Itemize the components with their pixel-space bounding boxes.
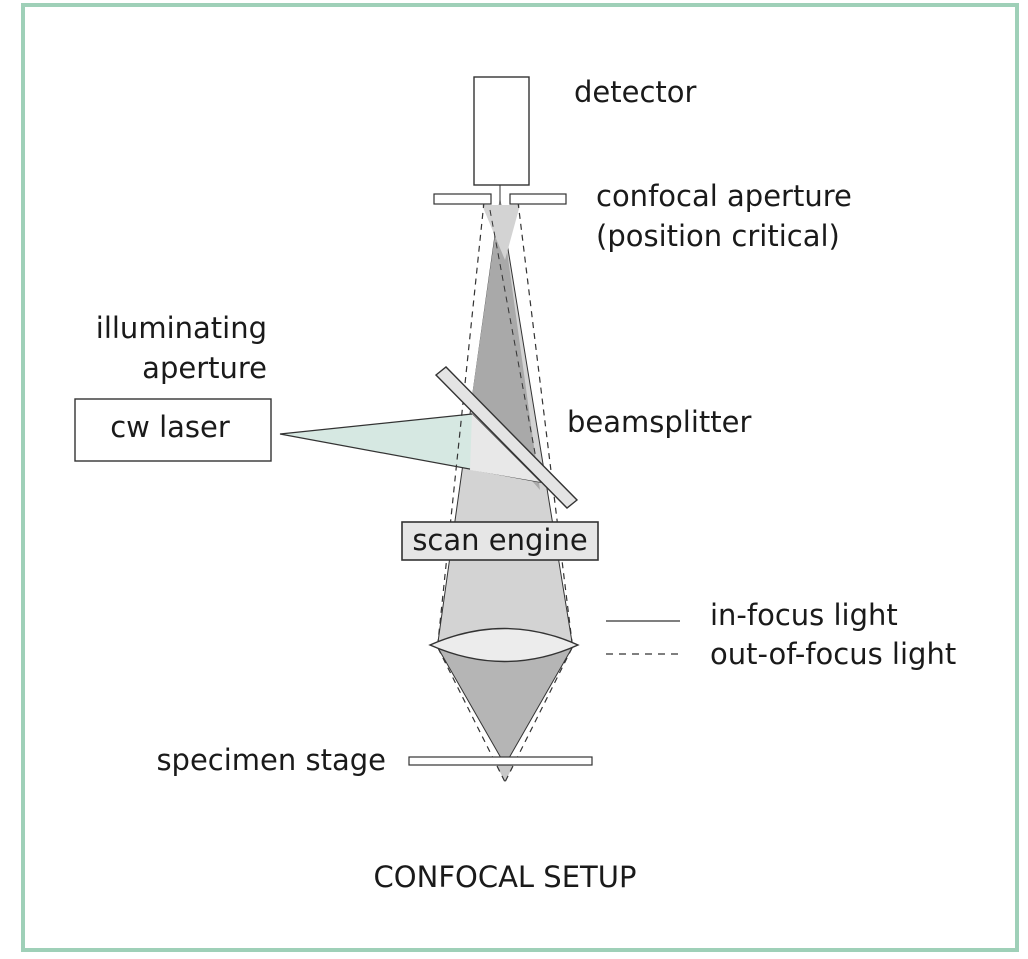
light-cone-below-stage <box>495 762 515 782</box>
confocal-aperture-label-line1: confocal aperture <box>596 179 852 213</box>
detector-box <box>473 76 530 186</box>
out-of-focus-ray-left <box>437 201 485 643</box>
confocal-aperture-right <box>509 193 567 205</box>
beamsplitter-label: beamsplitter <box>567 405 751 439</box>
illuminating-aperture-label-line2: aperture <box>142 351 267 385</box>
laser-box <box>74 398 272 462</box>
illuminating-aperture-label-line1: illuminating <box>96 311 267 345</box>
detector-label: detector <box>574 75 697 109</box>
confocal-aperture-label-line2: (position critical) <box>596 219 840 253</box>
light-cone-small-top <box>482 205 520 260</box>
confocal-aperture-left <box>433 193 492 205</box>
diagram-title: CONFOCAL SETUP <box>374 860 637 894</box>
laser-label: cw laser <box>110 410 230 444</box>
specimen-stage-label: specimen stage <box>156 743 386 777</box>
legend-out-of-focus-label: out-of-focus light <box>710 637 956 671</box>
reflected-beam-light <box>470 414 540 482</box>
specimen-stage <box>408 756 593 766</box>
objective-lens <box>428 627 580 663</box>
scan-engine-label: scan engine <box>412 523 587 557</box>
out-of-focus-ray-center-left <box>489 209 541 481</box>
scan-engine-box <box>401 521 599 561</box>
out-of-focus-ray-right <box>517 201 573 643</box>
beamsplitter-plate <box>434 366 579 509</box>
legend-in-focus-label: in-focus light <box>710 598 898 632</box>
